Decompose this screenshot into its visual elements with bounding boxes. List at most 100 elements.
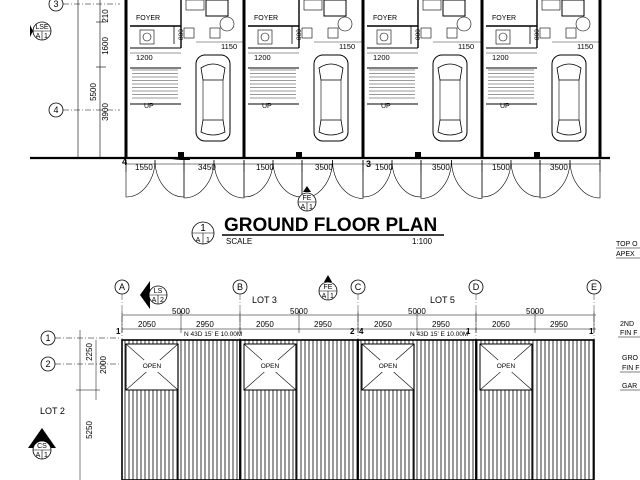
- drawing-title-block: 1 A 1 GROUND FLOOR PLAN SCALE 1:100: [191, 215, 444, 246]
- fe-tag-num: 1: [309, 204, 313, 211]
- car-rear-window: [200, 119, 226, 136]
- fixture-box: [301, 27, 313, 39]
- foyer-label: FOYER: [373, 15, 397, 22]
- title-sheet-number: 1: [206, 237, 210, 244]
- open-label-bg: [498, 360, 514, 372]
- fixture-box: [209, 27, 221, 39]
- bottom-dim-1500: 1500: [492, 163, 510, 172]
- door-post: [415, 152, 421, 158]
- lower-sub-dim-5: 2050: [374, 320, 392, 329]
- open-label: OPEN: [497, 363, 516, 370]
- door-swing-15: [539, 159, 571, 199]
- grid-col-C: C: [355, 282, 362, 292]
- car-windshield: [556, 63, 582, 81]
- door-swing-5: [243, 159, 274, 198]
- level-label-fin-2: FIN F: [622, 365, 640, 372]
- bearing-label-1: N 43D 15' E 10.00M: [184, 331, 242, 338]
- edge-mark-2a: 2: [350, 327, 355, 336]
- door-swing-10: [391, 159, 422, 198]
- car-body: [551, 54, 587, 142]
- roof-unit-1: OPEN: [121, 339, 241, 480]
- floor-drain: [575, 16, 591, 32]
- lower-dim-5250: 5250: [85, 421, 94, 439]
- lower-dim-2250: 2250: [85, 343, 94, 361]
- door-post: [296, 152, 302, 158]
- lse-tag-num: 1: [44, 33, 48, 40]
- utility-box: [323, 0, 347, 17]
- fe-tag-code: FE: [303, 195, 312, 202]
- cs-section-tag: CS A 1: [28, 428, 56, 460]
- lower-sub-dim-6: 2950: [432, 320, 450, 329]
- bearing-label-2: N 43D 15' E 10.00M: [410, 331, 468, 338]
- lower-dim-2000: 2000: [99, 356, 108, 374]
- meter-box: [185, 0, 205, 11]
- open-label: OPEN: [143, 363, 162, 370]
- fixture-box: [565, 27, 577, 39]
- floor-drain: [337, 16, 353, 32]
- fixture-box: [327, 27, 339, 39]
- lse-tag-code: LSE: [35, 24, 49, 31]
- bottom-dim-3450: 3450: [198, 163, 216, 172]
- car-body: [432, 54, 468, 142]
- foyer-label: FOYER: [254, 15, 278, 22]
- ls-tag-num: 2: [160, 297, 164, 304]
- grid-col-A: A: [119, 282, 125, 292]
- scale-label: SCALE: [226, 237, 252, 246]
- fixture-box: [420, 27, 432, 39]
- car-body: [313, 54, 349, 142]
- dim-1200: 1200: [254, 53, 271, 62]
- elevation-level-labels: TOP O APEX 2ND FIN F GRO FIN F GAR: [616, 241, 640, 391]
- lower-grid-row-2: 2: [45, 359, 50, 369]
- dim-800: 800: [534, 29, 541, 40]
- level-label-fin-1: FIN F: [620, 330, 638, 337]
- door-post: [534, 152, 540, 158]
- title-number: 1: [200, 223, 206, 234]
- foyer-label: FOYER: [492, 15, 516, 22]
- car-symbol: [432, 54, 468, 142]
- upper-left-dimensions: [74, 0, 106, 159]
- fixture-circle: [260, 32, 270, 42]
- level-label-2nd: 2ND: [620, 321, 634, 328]
- car-rear-window: [556, 119, 582, 136]
- door-swing-8: [332, 159, 364, 199]
- car-windshield: [437, 63, 463, 81]
- fe-lower-num: 1: [330, 293, 334, 300]
- fixture-box: [257, 29, 273, 45]
- grid-col-E: E: [591, 282, 597, 292]
- open-label-bg: [262, 360, 278, 372]
- lse-section-tag: LSE A 1: [30, 21, 52, 41]
- level-label-gro: GRO: [622, 355, 639, 362]
- door-swing-4: [213, 159, 245, 199]
- dim-1600: 1600: [101, 37, 110, 55]
- bottom-dim-3500: 3500: [550, 163, 568, 172]
- floor-drain: [456, 16, 472, 32]
- grid-col-B: B: [237, 282, 243, 292]
- bottom-dim-3500: 3500: [315, 163, 333, 172]
- car-windshield: [318, 63, 344, 81]
- door-swing-14: [510, 159, 541, 198]
- open-label: OPEN: [379, 363, 398, 370]
- door-swing-9: [362, 159, 393, 198]
- door-swing-3: [183, 159, 215, 199]
- ls-section-tag: LS A 2: [140, 281, 168, 309]
- upper-building-walls: [30, 0, 610, 160]
- car-symbol: [195, 54, 231, 142]
- open-label-bg: [380, 360, 396, 372]
- car-rear-window: [437, 119, 463, 136]
- fixture-box: [376, 29, 392, 45]
- edge-mark-1b: 1: [589, 327, 594, 336]
- lot-label-3: LOT 3: [252, 295, 277, 305]
- grid-col-D: D: [473, 282, 480, 292]
- garage-unit-1: FOYERUPGARAGE12001150800: [130, 0, 244, 158]
- door-swing-1: [125, 159, 156, 198]
- utility-box: [561, 0, 585, 17]
- bottom-dim-1500: 1500: [375, 163, 393, 172]
- stair-up-label: UP: [262, 103, 272, 110]
- fixture-box: [183, 27, 195, 39]
- bottom-dim-1500: 1500: [256, 163, 274, 172]
- fe-lower-letter: A: [322, 293, 327, 300]
- title-sheet-letter: A: [196, 237, 201, 244]
- dim-1150: 1150: [458, 42, 474, 51]
- edge-mark-4a: 4: [359, 327, 364, 336]
